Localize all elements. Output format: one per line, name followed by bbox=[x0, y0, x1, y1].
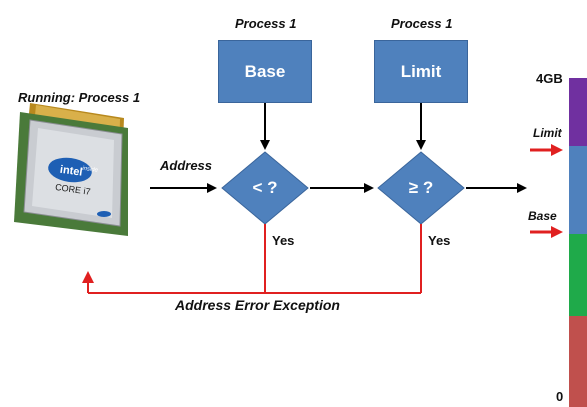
memory-segment-purple bbox=[569, 78, 587, 146]
chip-model-text: CORE i7 bbox=[55, 182, 92, 197]
memory-bar bbox=[569, 78, 587, 407]
memory-segment-blue bbox=[569, 146, 587, 234]
memory-segment-red bbox=[569, 316, 587, 407]
memory-bottom-label: 0 bbox=[556, 389, 564, 404]
chip-inside-text: inside bbox=[82, 166, 99, 174]
chip-brand-text: intel bbox=[59, 164, 83, 179]
limit-pointer-label: Limit bbox=[533, 126, 562, 140]
base-box: Base bbox=[218, 40, 312, 103]
less-than-text: < ? bbox=[252, 178, 278, 197]
process-base-label: Process 1 bbox=[235, 16, 297, 31]
memory-top-label: 4GB bbox=[536, 71, 563, 86]
memory-segment-green bbox=[569, 234, 587, 316]
running-label: Running: Process 1 bbox=[18, 90, 141, 105]
process-limit-label: Process 1 bbox=[391, 16, 453, 31]
error-path-left bbox=[88, 224, 266, 294]
cpu-chip-icon: intel inside CORE i7 bbox=[14, 103, 128, 236]
yes-label-second: Yes bbox=[428, 233, 451, 248]
greater-eq-text: ≥ ? bbox=[408, 178, 434, 197]
error-label: Address Error Exception bbox=[175, 297, 340, 313]
base-pointer-label: Base bbox=[528, 209, 557, 223]
address-label: Address bbox=[160, 158, 213, 173]
limit-box: Limit bbox=[374, 40, 468, 103]
yes-label-first: Yes bbox=[272, 233, 295, 248]
